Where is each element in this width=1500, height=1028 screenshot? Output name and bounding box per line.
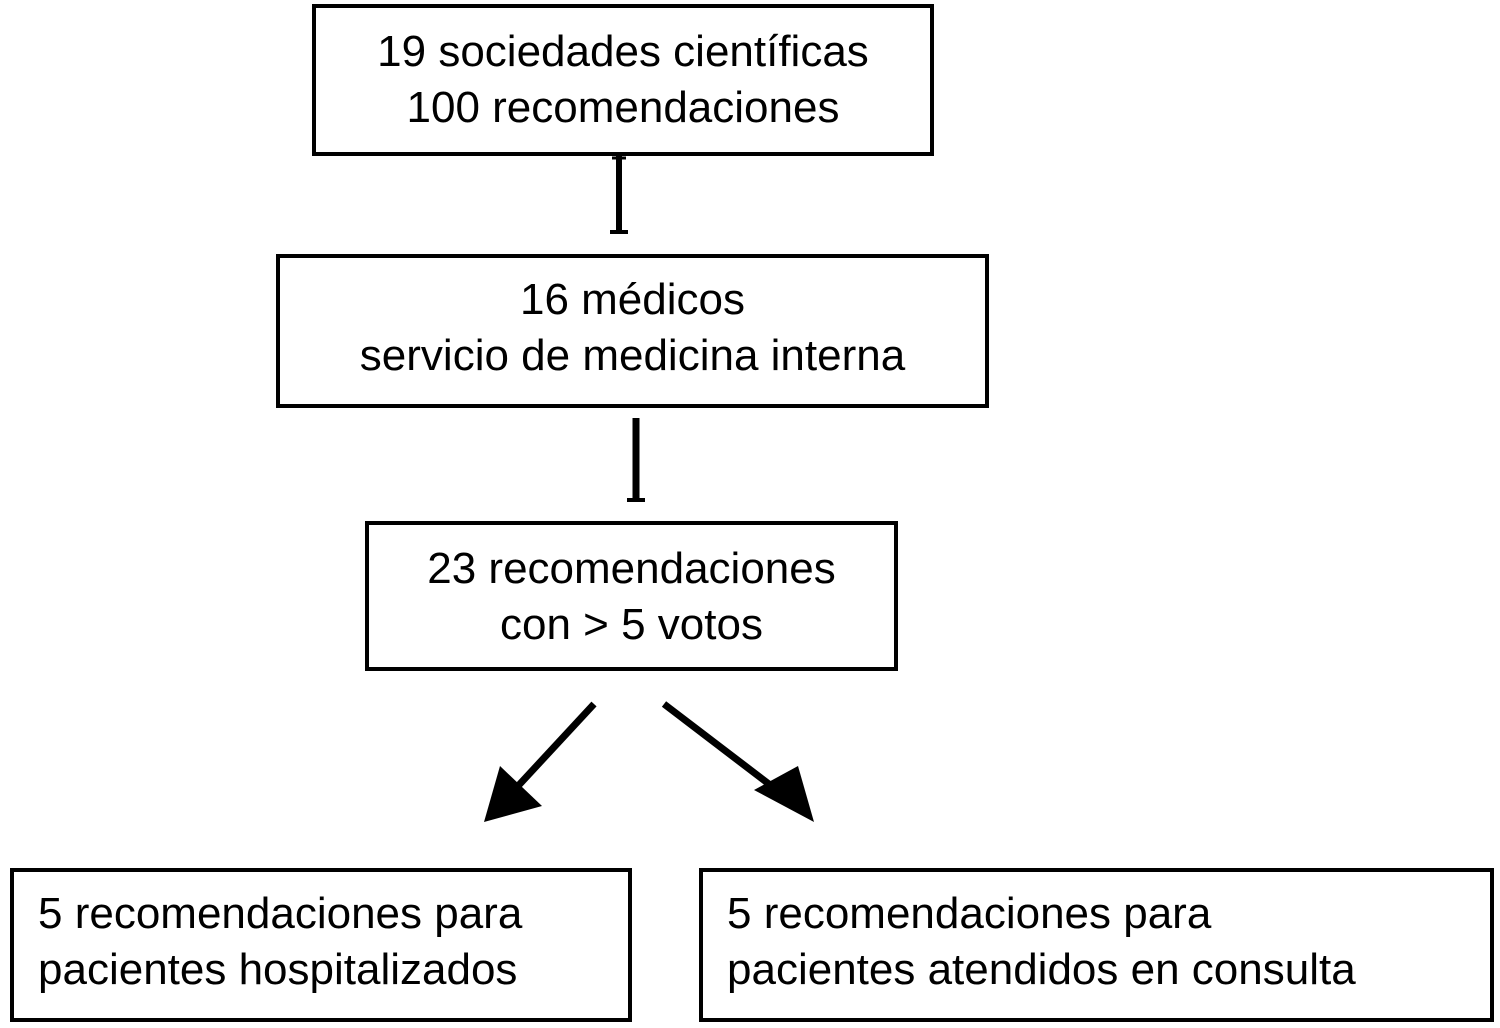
- arrow-selected-to-outpatient: [661, 701, 814, 822]
- flow-box-outpatient-line2: pacientes atendidos en consulta: [727, 945, 1356, 994]
- flow-box-selected-recommendations: 23 recomendaciones con > 5 votos: [365, 521, 898, 671]
- flow-box-selected-line2: con > 5 votos: [500, 600, 763, 649]
- flow-box-selected-line1: 23 recomendaciones: [427, 544, 836, 593]
- flow-box-societies-line2: 100 recomendaciones: [406, 83, 840, 132]
- flow-box-hospitalized-line1: 5 recomendaciones para: [38, 889, 523, 938]
- arrow-societies-to-physicians: [610, 156, 628, 234]
- arrow-selected-to-hospitalized: [484, 701, 597, 822]
- flow-box-hospitalized: 5 recomendaciones para pacientes hospita…: [10, 868, 632, 1022]
- flow-box-physicians: 16 médicos servicio de medicina interna: [276, 254, 989, 408]
- flow-box-physicians-line2: servicio de medicina interna: [359, 331, 906, 380]
- flow-box-societies-line1: 19 sociedades científicas: [377, 27, 869, 76]
- flow-box-outpatient: 5 recomendaciones para pacientes atendid…: [699, 868, 1494, 1022]
- arrow-physicians-to-selected: [627, 418, 645, 502]
- flow-box-physicians-line1: 16 médicos: [519, 275, 745, 324]
- flow-box-hospitalized-line2: pacientes hospitalizados: [38, 945, 518, 994]
- flow-box-societies: 19 sociedades científicas 100 recomendac…: [312, 4, 934, 156]
- flow-box-outpatient-line1: 5 recomendaciones para: [727, 889, 1212, 938]
